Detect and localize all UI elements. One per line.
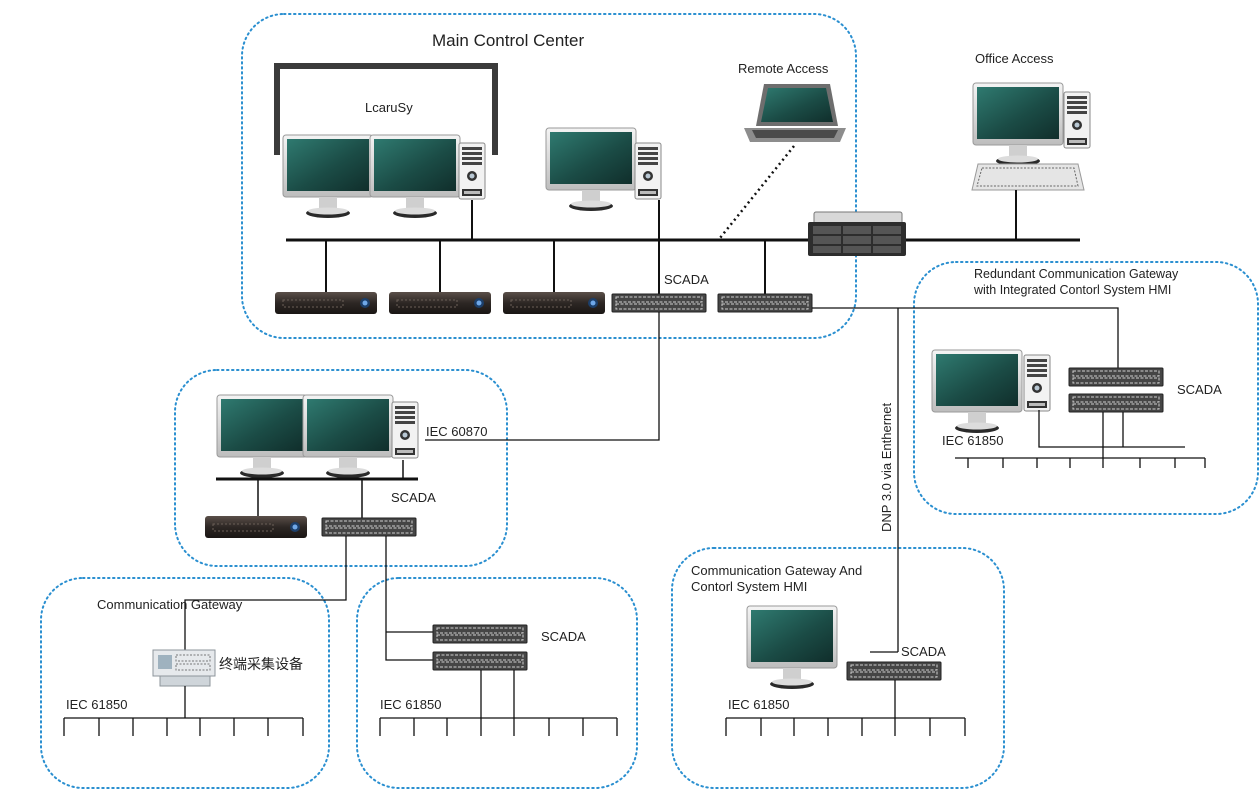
scada-redundant-label: SCADA (1177, 382, 1222, 397)
monitor-icon (746, 605, 838, 690)
desktop-tower-icon (634, 142, 662, 200)
desktop-tower-icon (1023, 354, 1051, 412)
desktop-tower-icon (1063, 91, 1091, 149)
group-redundant-gateway (913, 261, 1259, 515)
group-main-control-center (241, 13, 857, 339)
group-communication-gateway (40, 577, 330, 789)
desktop-tower-icon (458, 142, 486, 200)
monitor-icon (369, 134, 461, 219)
terminal-device-label: 终端采集设备 (219, 656, 303, 672)
gateway-hmi-title: Communication Gateway And Contorl System… (691, 563, 863, 594)
main-control-center-title: Main Control Center (432, 31, 585, 50)
network-switch-icon (611, 293, 707, 313)
keyboard-icon (971, 163, 1085, 191)
office-access-label: Office Access (975, 51, 1054, 66)
laptop-icon (744, 84, 846, 142)
server-icon (502, 291, 606, 315)
network-switch-icon (846, 661, 942, 681)
video-wall-label: LcaruSy (365, 100, 413, 115)
storage-appliance (808, 211, 906, 256)
server-icon (388, 291, 492, 315)
server-icon (204, 515, 308, 539)
iec61850-gateway-label: IEC 61850 (66, 697, 128, 712)
monitor-icon (931, 349, 1023, 434)
group-gateway-hmi (671, 547, 1005, 789)
network-switch-icon (717, 293, 813, 313)
terminal-collector-icon (152, 649, 216, 687)
iec60870-label: IEC 60870 (426, 424, 488, 439)
monitor-icon (972, 82, 1064, 167)
network-switch-icon (321, 517, 417, 537)
desktop-tower-icon (391, 401, 419, 459)
group-bay-level (356, 577, 638, 789)
monitor-icon (282, 134, 374, 219)
network-switch-icon (1068, 393, 1164, 413)
network-switch-icon (432, 624, 528, 644)
scada-hmi-label: SCADA (901, 644, 946, 659)
network-switch-icon (1068, 367, 1164, 387)
network-switch-icon (432, 651, 528, 671)
iec61850-redundant-label: IEC 61850 (942, 433, 1004, 448)
group-regional-center (174, 369, 508, 567)
monitor-icon (545, 127, 637, 212)
scada-main-label: SCADA (664, 272, 709, 287)
scada-bay-label: SCADA (541, 629, 586, 644)
video-wall-frame (274, 63, 498, 155)
dnp-link-label: DNP 3.0 via Enthernet (879, 402, 894, 532)
communication-gateway-title: Communication Gateway (97, 597, 243, 612)
redundant-gateway-title: Redundant Communication Gateway with Int… (974, 267, 1179, 297)
scada-regional-label: SCADA (391, 490, 436, 505)
remote-access-label: Remote Access (738, 61, 829, 76)
monitor-icon (216, 394, 308, 479)
iec61850-hmi-label: IEC 61850 (728, 697, 790, 712)
iec61850-bay-label: IEC 61850 (380, 697, 442, 712)
server-icon (274, 291, 378, 315)
monitor-icon (302, 394, 394, 479)
